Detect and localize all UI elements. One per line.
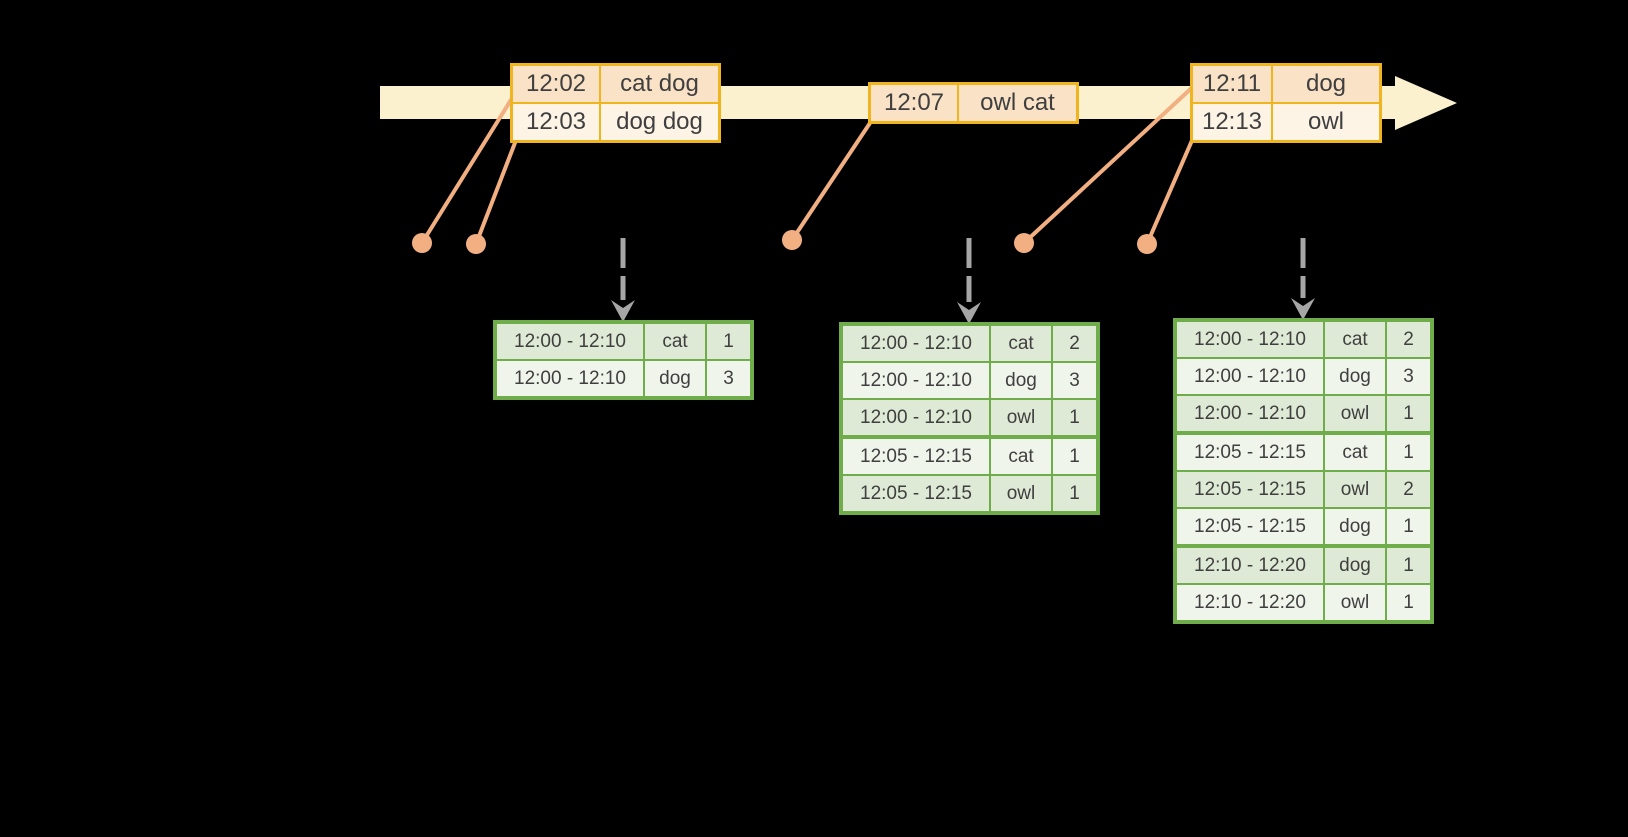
- connector-line: [1022, 82, 1198, 245]
- connector-line: [790, 118, 874, 242]
- window-cell: 12:00 - 12:10: [497, 324, 643, 359]
- word-cell: dog: [1325, 359, 1385, 394]
- count-cell: 1: [1387, 585, 1430, 620]
- word-cell: dog: [645, 361, 705, 396]
- window-cell: 12:00 - 12:10: [843, 400, 989, 435]
- word-cell: cat: [991, 439, 1051, 474]
- dashed-arrow-head-icon: [957, 302, 981, 324]
- window-cell: 12:00 - 12:10: [1177, 359, 1323, 394]
- word-cell: owl: [991, 476, 1051, 511]
- event-words-cell: dog dog: [601, 104, 718, 140]
- count-cell: 1: [1053, 476, 1096, 511]
- event-dot: [1014, 233, 1034, 253]
- event-time-cell: 12:13: [1193, 104, 1271, 140]
- count-cell: 2: [1053, 326, 1096, 361]
- window-cell: 12:00 - 12:10: [843, 363, 989, 398]
- word-cell: dog: [991, 363, 1051, 398]
- event-dot: [782, 230, 802, 250]
- window-cell: 12:05 - 12:15: [1177, 509, 1323, 544]
- event-words-cell: dog: [1273, 66, 1379, 102]
- count-cell: 1: [1387, 396, 1430, 431]
- event-time-cell: 12:11: [1193, 66, 1271, 102]
- dashed-arrow-head-icon: [611, 300, 635, 322]
- count-cell: 1: [1387, 509, 1430, 544]
- event-words-cell: owl cat: [959, 85, 1076, 121]
- event-time-cell: 12:02: [513, 66, 599, 102]
- connector-line: [420, 93, 516, 245]
- count-cell: 1: [707, 324, 750, 359]
- event-words-cell: cat dog: [601, 66, 718, 102]
- window-cell: 12:05 - 12:15: [1177, 435, 1323, 470]
- count-cell: 3: [1387, 359, 1430, 394]
- event-words-cell: owl: [1273, 104, 1379, 140]
- count-cell: 1: [1053, 400, 1096, 435]
- event-dot: [412, 233, 432, 253]
- word-cell: owl: [1325, 472, 1385, 507]
- count-cell: 3: [1053, 363, 1096, 398]
- event-time-cell: 12:03: [513, 104, 599, 140]
- word-cell: cat: [991, 326, 1051, 361]
- word-cell: owl: [1325, 585, 1385, 620]
- word-cell: cat: [1325, 322, 1385, 357]
- word-cell: cat: [1325, 435, 1385, 470]
- window-cell: 12:00 - 12:10: [843, 326, 989, 361]
- count-cell: 1: [1053, 439, 1096, 474]
- word-cell: cat: [645, 324, 705, 359]
- connector-line: [474, 134, 520, 245]
- window-cell: 12:10 - 12:20: [1177, 585, 1323, 620]
- window-cell: 12:00 - 12:10: [1177, 396, 1323, 431]
- window-cell: 12:00 - 12:10: [1177, 322, 1323, 357]
- event-dot: [466, 234, 486, 254]
- count-cell: 1: [1387, 548, 1430, 583]
- word-cell: dog: [1325, 509, 1385, 544]
- window-cell: 12:05 - 12:15: [1177, 472, 1323, 507]
- window-cell: 12:05 - 12:15: [843, 439, 989, 474]
- event-time-cell: 12:07: [871, 85, 957, 121]
- timeline-arrowhead-icon: [1395, 76, 1457, 130]
- word-cell: owl: [991, 400, 1051, 435]
- word-cell: dog: [1325, 548, 1385, 583]
- dashed-arrow-head-icon: [1291, 298, 1315, 320]
- window-cell: 12:05 - 12:15: [843, 476, 989, 511]
- word-cell: owl: [1325, 396, 1385, 431]
- window-cell: 12:10 - 12:20: [1177, 548, 1323, 583]
- count-cell: 2: [1387, 472, 1430, 507]
- count-cell: 1: [1387, 435, 1430, 470]
- count-cell: 2: [1387, 322, 1430, 357]
- event-dot: [1137, 234, 1157, 254]
- count-cell: 3: [707, 361, 750, 396]
- window-cell: 12:00 - 12:10: [497, 361, 643, 396]
